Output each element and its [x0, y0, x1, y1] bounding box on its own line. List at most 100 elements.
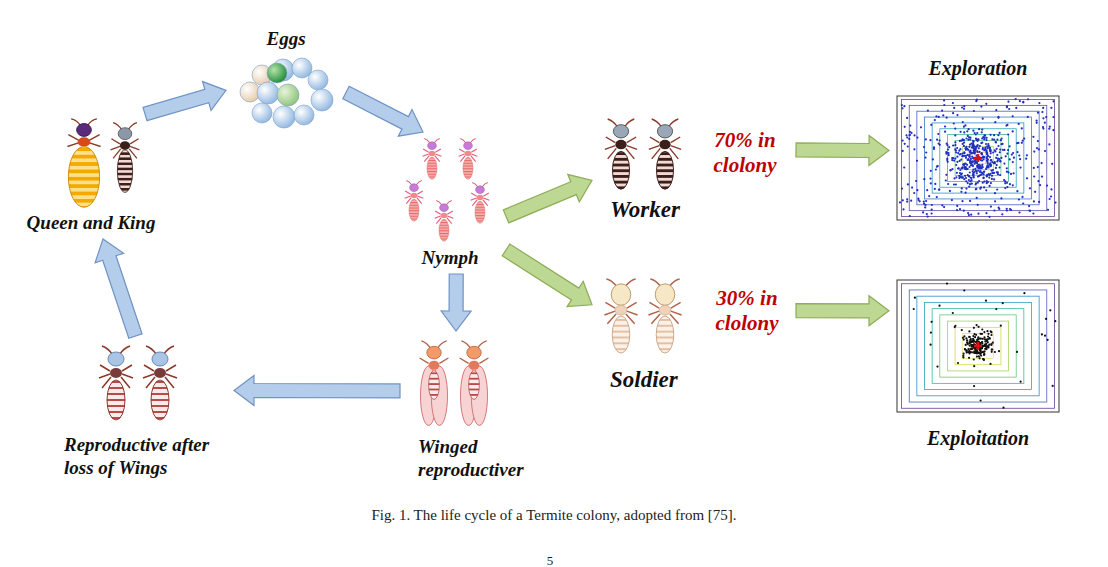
search-agent-dot — [952, 312, 954, 314]
search-agent-dot — [1016, 351, 1018, 353]
block-arrow — [796, 296, 889, 326]
search-agent-dot — [962, 176, 964, 178]
search-agent-dot — [990, 134, 992, 136]
search-agent-dot — [947, 149, 949, 151]
search-agent-dot — [976, 324, 978, 326]
search-agent-dot — [961, 187, 963, 189]
search-agent-dot — [1009, 183, 1011, 185]
search-agent-dot — [963, 108, 965, 110]
search-agent-dot — [983, 354, 985, 356]
search-agent-dot — [967, 159, 969, 161]
search-agent-dot — [1005, 155, 1007, 157]
figure-caption: Fig. 1. The life cycle of a Termite colo… — [0, 507, 1108, 524]
search-agent-dot — [948, 146, 950, 148]
search-agent-dot — [956, 161, 958, 163]
search-agent-dot — [980, 338, 982, 340]
search-agent-dot — [970, 177, 972, 179]
search-agent-dot — [1021, 142, 1023, 144]
nymph-stage: Nymph — [398, 136, 502, 270]
search-agent-dot — [948, 152, 950, 154]
search-agent-dot — [930, 170, 932, 172]
search-agent-dot — [964, 175, 966, 177]
search-agent-dot — [959, 208, 961, 210]
search-agent-dot — [966, 339, 968, 341]
search-agent-dot — [994, 149, 996, 151]
block-arrow — [343, 86, 423, 136]
search-agent-dot — [952, 157, 954, 159]
search-agent-dot — [1020, 381, 1022, 383]
search-agent-dot — [979, 164, 981, 166]
search-agent-dot — [975, 352, 977, 354]
search-agent-dot — [938, 188, 940, 190]
search-agent-dot — [963, 131, 965, 133]
search-agent-dot — [1049, 198, 1051, 200]
search-agent-dot — [1038, 102, 1040, 104]
search-agent-dot — [968, 186, 970, 188]
contour-line — [955, 140, 1001, 175]
search-agent-dot — [925, 200, 927, 202]
search-agent-dot — [903, 166, 905, 168]
search-agent-dot — [975, 169, 977, 171]
search-agent-dot — [999, 151, 1001, 153]
search-agent-dot — [946, 143, 948, 145]
search-agent-dot — [986, 137, 988, 139]
search-agent-dot — [949, 169, 951, 171]
search-agent-dot — [981, 142, 983, 144]
search-agent-dot — [961, 166, 963, 168]
search-agent-dot — [975, 148, 977, 150]
search-agent-dot — [955, 164, 957, 166]
search-agent-dot — [970, 214, 972, 216]
search-agent-dot — [997, 116, 999, 118]
search-agent-dot — [936, 366, 938, 368]
search-agent-dot — [935, 168, 937, 170]
stage-label: Eggs — [266, 28, 305, 51]
search-agent-dot — [956, 172, 958, 174]
search-agent-dot — [967, 174, 969, 176]
search-agent-dot — [978, 326, 980, 328]
search-agent-dot — [1036, 120, 1038, 122]
search-agent-dot — [962, 167, 964, 169]
search-agent-dot — [932, 158, 934, 160]
search-agent-dot — [962, 153, 964, 155]
search-agent-dot — [911, 187, 913, 189]
search-agent-dot — [965, 177, 967, 179]
search-agent-dot — [994, 161, 996, 163]
search-agent-dot — [902, 140, 904, 142]
search-agent-dot — [989, 338, 991, 340]
search-agent-dot — [944, 125, 946, 127]
search-agent-dot — [969, 348, 971, 350]
search-agent-dot — [1003, 163, 1005, 165]
search-agent-dot — [1006, 105, 1008, 107]
block-arrow — [796, 136, 889, 166]
search-agent-dot — [965, 137, 967, 139]
search-agent-dot — [1008, 108, 1010, 110]
block-arrow — [95, 239, 142, 338]
search-agent-dot — [1002, 407, 1004, 409]
search-agent-dot — [906, 136, 908, 138]
search-agent-dot — [965, 157, 967, 159]
search-agent-dot — [901, 188, 903, 190]
search-agent-dot — [1004, 180, 1006, 182]
search-agent-dot — [991, 175, 993, 177]
stage-label: Reproductive after loss of Wings — [64, 434, 230, 480]
search-agent-dot — [981, 347, 983, 349]
search-agent-dot — [1036, 147, 1038, 149]
search-agent-dot — [968, 330, 970, 332]
search-agent-dot — [973, 140, 975, 142]
search-agent-dot — [996, 148, 998, 150]
search-agent-dot — [971, 340, 973, 342]
search-agent-dot — [931, 209, 933, 211]
search-agent-dot — [977, 339, 979, 341]
search-agent-dot — [951, 168, 953, 170]
search-agent-dot — [967, 168, 969, 170]
search-agent-dot — [965, 350, 967, 352]
search-agent-dot — [973, 151, 975, 153]
search-agent-dot — [1037, 140, 1039, 142]
search-agent-dot — [984, 341, 986, 343]
search-agent-dot — [1041, 162, 1043, 164]
search-agent-dot — [931, 212, 933, 214]
search-agent-dot — [985, 103, 987, 105]
search-agent-dot — [995, 109, 997, 111]
search-agent-dot — [962, 337, 964, 339]
